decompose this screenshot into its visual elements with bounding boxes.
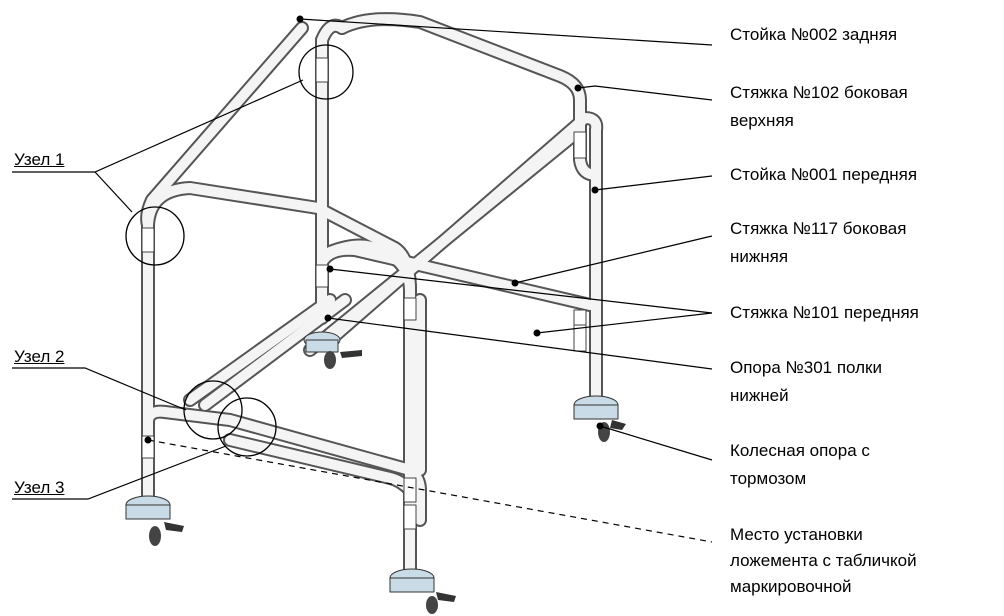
dot-styazhka-101b [533,329,541,337]
caster-front-left [125,495,184,546]
leader-mesto [147,439,713,543]
dot-kolesnaya [596,422,604,430]
label-uzel-2: Узел 2 [14,347,65,366]
label-opora-301-line2: нижней [730,386,789,405]
caster-rear-left [303,331,362,369]
label-styazhka-117-line2: нижняя [730,247,789,266]
leader-stoika-002 [299,18,713,46]
node-circles [125,44,354,457]
leader-styazhka-102 [577,85,713,101]
dot-mesto [144,436,152,444]
casters [125,331,626,614]
label-mesto-line1: Место установки [730,525,863,544]
label-uzel-3: Узел 3 [14,478,65,497]
cart-frame [125,12,626,614]
leader-uzel-3 [12,445,227,500]
label-mesto-line3: маркировочной [730,577,852,596]
node-circle-2 [183,380,243,440]
caster-rear-right [573,395,626,442]
label-styazhka-101: Стяжка №101 передняя [730,303,919,322]
leader-kolesnaya [599,425,713,461]
dot-opora-301 [324,314,332,322]
node-circle-1a [298,44,354,100]
leader-uzel-1b [94,171,133,213]
label-kolesnaya-line2: тормозом [730,469,807,488]
label-stoika-002: Стойка №002 задняя [730,25,898,44]
label-styazhka-102-line2: верхняя [730,111,794,130]
node-circle-1b [125,206,185,266]
leader-lines [12,18,713,543]
label-styazhka-102-line1: Стяжка №102 боковая [730,83,908,102]
leader-styazhka-101b [536,312,713,334]
caster-front-right [389,568,456,614]
label-opora-301-line1: Опора №301 полки [730,358,882,377]
dot-styazhka-102 [574,84,582,92]
dot-stoika-002 [296,15,304,23]
leader-styazhka-117 [514,235,713,284]
label-stoika-001: Стойка №001 передняя [730,165,918,184]
node-circle-3 [217,397,277,457]
leader-opora-301 [327,317,713,370]
leader-stoika-001 [594,175,713,191]
leader-dots [144,15,604,444]
leader-uzel-2 [12,367,187,411]
dot-styazhka-117 [511,279,519,287]
dot-styazhka-101a [326,265,334,273]
label-mesto-line2: ложемента с табличкой [730,551,917,570]
label-styazhka-117-line1: Стяжка №117 боковая [730,219,907,238]
leader-styazhka-101a [329,268,713,314]
label-uzel-1: Узел 1 [14,150,65,169]
dot-stoika-001 [591,186,599,194]
label-kolesnaya-line1: Колесная опора с [730,441,870,460]
